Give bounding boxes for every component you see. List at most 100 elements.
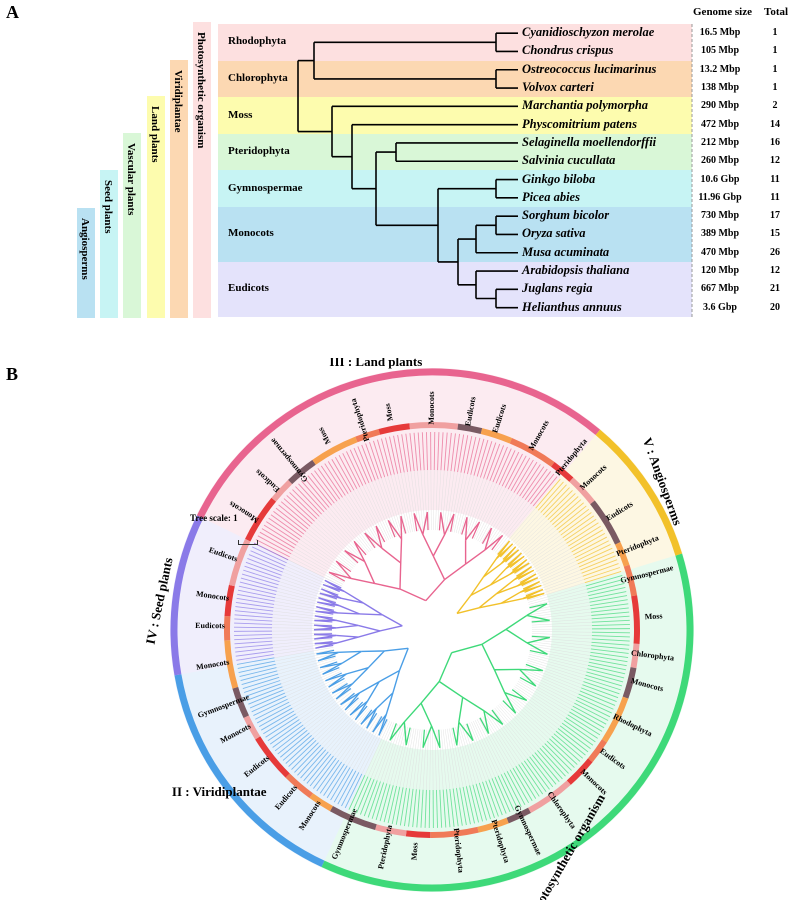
gene-label bbox=[375, 783, 388, 821]
tree-branch bbox=[461, 517, 468, 535]
tree-branch bbox=[483, 562, 502, 578]
tree-branch bbox=[481, 644, 496, 671]
gene-label bbox=[554, 502, 584, 528]
guide-line bbox=[500, 702, 543, 747]
gene-label bbox=[397, 434, 405, 473]
gene-label bbox=[581, 559, 618, 574]
tree-branch bbox=[321, 588, 339, 596]
ring-segment bbox=[623, 564, 638, 597]
gene-label bbox=[563, 720, 596, 743]
gene-label bbox=[539, 747, 566, 777]
genome-size: 3.6 Gbp bbox=[703, 301, 737, 313]
tree-branch bbox=[519, 573, 537, 584]
guide-line bbox=[531, 639, 592, 646]
gene-label bbox=[253, 542, 289, 561]
guide-line bbox=[400, 473, 413, 532]
guide-line bbox=[531, 621, 592, 626]
tree-branch bbox=[375, 525, 386, 543]
tree-branch bbox=[490, 573, 511, 586]
gene-label bbox=[263, 524, 297, 546]
gene-label bbox=[453, 433, 461, 472]
guide-line bbox=[466, 479, 487, 537]
ring-segment bbox=[228, 538, 251, 587]
gene-label bbox=[241, 673, 279, 686]
guide-line bbox=[496, 706, 535, 753]
gene-label bbox=[367, 781, 381, 818]
column-label: Angiosperms bbox=[79, 218, 91, 280]
guide-line bbox=[273, 643, 333, 652]
gene-label bbox=[486, 443, 501, 480]
tree-branch bbox=[384, 647, 409, 652]
guide-line bbox=[451, 728, 464, 787]
gene-label bbox=[356, 777, 372, 814]
group-label: Pteridophyta bbox=[228, 145, 290, 158]
genome-size-header: Genome size bbox=[693, 6, 752, 18]
tree-branch bbox=[319, 592, 338, 600]
guide-line bbox=[476, 719, 505, 773]
gene-label bbox=[303, 751, 329, 782]
gene-label bbox=[437, 432, 440, 471]
gene-label bbox=[295, 486, 322, 515]
gene-total: 2 bbox=[772, 100, 778, 112]
band-eudicots bbox=[218, 261, 692, 317]
gene-label bbox=[238, 585, 277, 595]
gene-label bbox=[361, 444, 376, 481]
gene-label bbox=[253, 698, 288, 716]
ring-segment bbox=[375, 824, 407, 837]
guide-line bbox=[486, 496, 520, 547]
gene-label bbox=[469, 785, 479, 823]
gene-label bbox=[261, 528, 295, 549]
clade-background bbox=[173, 650, 382, 868]
gene-label bbox=[465, 786, 475, 824]
guide-line bbox=[397, 473, 411, 533]
gene-label bbox=[359, 779, 375, 815]
tree-branch bbox=[496, 585, 518, 595]
species-name: Picea abies bbox=[522, 189, 580, 204]
ring-segment bbox=[378, 423, 411, 435]
guide-line bbox=[488, 497, 523, 548]
tree-branch bbox=[509, 555, 525, 569]
gene-label bbox=[521, 762, 544, 795]
gene-label bbox=[395, 787, 404, 825]
guide-line bbox=[423, 470, 428, 531]
gene-label bbox=[491, 778, 507, 814]
ring-segment bbox=[409, 422, 459, 430]
gene-label bbox=[365, 443, 379, 480]
tree-branch bbox=[344, 697, 359, 711]
gene-label bbox=[501, 451, 520, 487]
gene-label bbox=[492, 446, 508, 483]
tree-branch bbox=[517, 569, 535, 580]
gene-label bbox=[591, 619, 630, 623]
guide-line bbox=[399, 727, 413, 787]
guide-line bbox=[325, 704, 366, 750]
gene-total: 11 bbox=[770, 191, 780, 203]
tree-branch bbox=[328, 677, 345, 688]
gene-label bbox=[449, 788, 455, 827]
tree-branch bbox=[379, 625, 403, 632]
genome-size: 667 Mbp bbox=[700, 283, 740, 295]
tree-branch bbox=[531, 619, 550, 623]
clade-arc bbox=[595, 429, 683, 556]
guide-line bbox=[458, 475, 475, 534]
gene-label bbox=[237, 589, 276, 599]
gene-label bbox=[237, 593, 275, 602]
gene-label bbox=[579, 690, 616, 706]
guide-line bbox=[314, 521, 359, 563]
guide-line bbox=[289, 556, 344, 585]
gene-label bbox=[565, 717, 598, 739]
tree-branch bbox=[319, 661, 338, 669]
gene-label bbox=[495, 448, 512, 484]
guide-line bbox=[528, 656, 587, 673]
gene-total: 14 bbox=[770, 118, 780, 130]
gene-label bbox=[473, 438, 485, 476]
gene-label bbox=[504, 453, 523, 488]
column-angiosperms bbox=[77, 208, 95, 318]
gene-label bbox=[389, 436, 399, 474]
gene-label bbox=[535, 478, 561, 509]
species-name: Musa acuminata bbox=[522, 244, 610, 259]
ring-segment bbox=[506, 807, 531, 824]
guide-line bbox=[286, 671, 342, 697]
tree-branch bbox=[336, 619, 359, 627]
guide-line bbox=[518, 679, 572, 710]
tree-branch bbox=[524, 584, 542, 593]
